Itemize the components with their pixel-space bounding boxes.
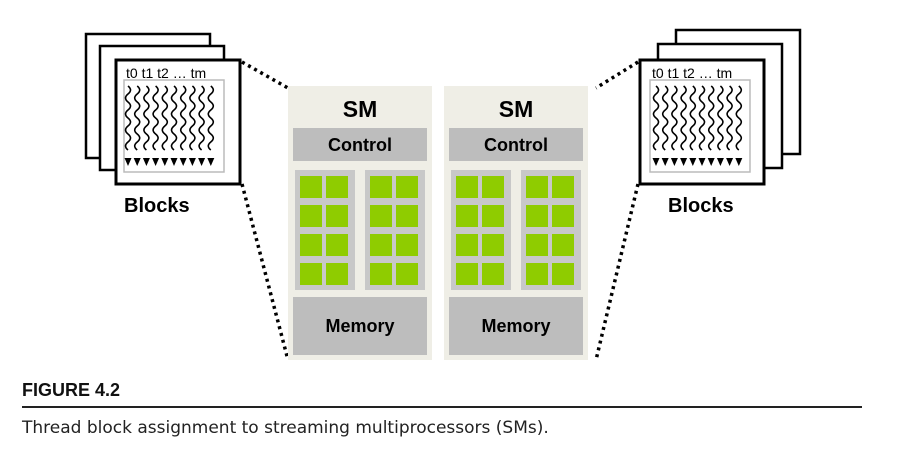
thread-arrow: [652, 85, 660, 151]
arrowhead: [670, 158, 678, 166]
core-cell: [552, 263, 574, 285]
thread-arrow: [689, 85, 697, 151]
core-cell: [482, 263, 504, 285]
arrowhead: [207, 158, 215, 166]
thread-arrow: [680, 85, 687, 151]
control-label: Control: [328, 135, 392, 155]
memory-unit: [449, 297, 583, 355]
arrowhead: [133, 158, 141, 166]
thread-arrows-right: [652, 85, 743, 166]
core-cell: [300, 205, 322, 227]
core-cell: [370, 205, 392, 227]
thread-labels-right: t0 t1 t2 … tm: [652, 65, 732, 81]
arrowhead: [661, 158, 669, 166]
thread-arrow: [124, 85, 132, 151]
assignment-lines: [240, 60, 640, 361]
arrowhead: [652, 158, 660, 166]
core-cell: [370, 234, 392, 256]
core-cell: [526, 205, 548, 227]
core-cell: [552, 205, 574, 227]
blocks-stack-left: t0 t1 t2 … tm Blocks: [84, 32, 242, 217]
thread-arrow: [726, 85, 733, 151]
sm-title: SM: [343, 96, 378, 122]
arrowhead: [161, 158, 169, 166]
core-cell: [396, 263, 418, 285]
core-cell: [326, 234, 348, 256]
thread-arrow: [661, 85, 669, 151]
blocks-stack-right: t0 t1 t2 … tm Blocks: [638, 28, 802, 217]
core-cell: [456, 234, 478, 256]
arrowhead: [170, 158, 178, 166]
thread-labels-left: t0 t1 t2 … tm: [126, 65, 206, 81]
core-cell: [326, 263, 348, 285]
sm-panel-2: SM Control Memory: [444, 86, 588, 360]
core-cell: [526, 176, 548, 198]
control-unit: [293, 128, 427, 161]
thread-arrow: [179, 85, 187, 151]
core-cell: [552, 234, 574, 256]
control-unit: [449, 128, 583, 161]
arrowhead: [680, 158, 688, 166]
core-cell: [482, 205, 504, 227]
core-cell: [526, 234, 548, 256]
caption-divider: [22, 406, 862, 408]
blocks-caption-left: Blocks: [124, 195, 190, 217]
arrowhead: [735, 158, 743, 166]
core-cell: [300, 176, 322, 198]
core-array: [451, 170, 581, 290]
thread-arrow: [143, 85, 150, 151]
core-cell: [456, 205, 478, 227]
thread-arrow: [152, 85, 159, 151]
thread-arrow: [170, 85, 178, 151]
core-cell: [326, 205, 348, 227]
arrowhead: [142, 158, 150, 166]
core-cell: [482, 176, 504, 198]
core-cell: [326, 176, 348, 198]
arrowhead: [689, 158, 697, 166]
core-cell: [370, 176, 392, 198]
arrowhead: [124, 158, 132, 166]
core-cell: [526, 263, 548, 285]
thread-arrows-left: [124, 85, 215, 166]
thread-arrow: [161, 85, 169, 151]
figure-label: FIGURE 4.2: [22, 380, 121, 400]
blocks-caption-right: Blocks: [668, 195, 734, 217]
thread-block-assignment-diagram: t0 t1 t2 … tm Blocks t0 t1 t2 … tm Block…: [84, 28, 802, 361]
arrowhead: [716, 158, 724, 166]
memory-label: Memory: [481, 316, 550, 336]
core-array: [295, 170, 425, 290]
core-cell: [300, 234, 322, 256]
core-cell: [482, 234, 504, 256]
thread-arrow: [735, 85, 743, 151]
core-cell: [370, 263, 392, 285]
memory-unit: [293, 297, 427, 355]
thread-arrow: [207, 85, 215, 151]
thread-arrow: [189, 85, 196, 151]
sm-title: SM: [499, 96, 534, 122]
arrowhead: [198, 158, 206, 166]
arrowhead: [726, 158, 734, 166]
core-cell: [396, 176, 418, 198]
arrowhead: [152, 158, 160, 166]
arrowhead: [707, 158, 715, 166]
thread-arrow: [671, 85, 678, 151]
core-cell: [396, 205, 418, 227]
thread-arrow: [698, 85, 706, 151]
core-cell: [456, 263, 478, 285]
thread-arrow: [198, 85, 205, 151]
sm-panel-1: SM Control Memory: [288, 86, 432, 360]
control-label: Control: [484, 135, 548, 155]
thread-arrow: [717, 85, 724, 151]
arrowhead: [179, 158, 187, 166]
figure-caption: Thread block assignment to streaming mul…: [22, 418, 549, 438]
arrowhead: [698, 158, 706, 166]
core-cell: [396, 234, 418, 256]
core-cell: [300, 263, 322, 285]
thread-arrow: [133, 85, 141, 151]
arrowhead: [188, 158, 196, 166]
memory-label: Memory: [325, 316, 394, 336]
core-cell: [552, 176, 574, 198]
core-cell: [456, 176, 478, 198]
thread-arrow: [707, 85, 715, 151]
